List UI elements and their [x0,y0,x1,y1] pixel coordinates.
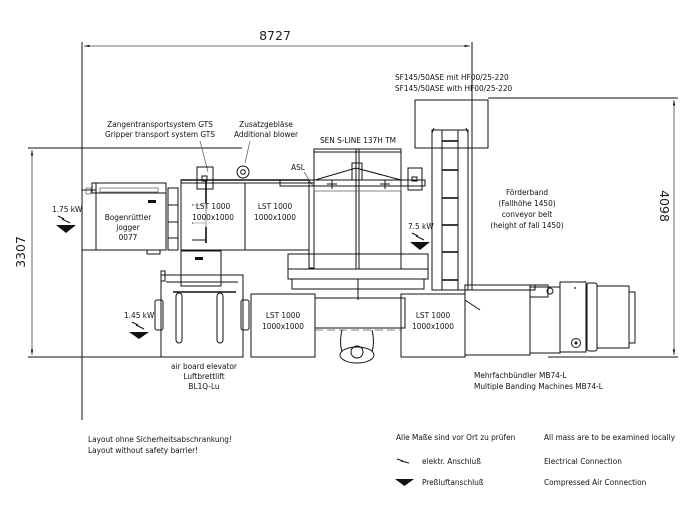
elevator-label-1: air board elevator [171,361,238,371]
lst-bottom-1-label-a: LST 1000 [266,310,301,320]
lst-bottom-block: LST 1000 1000x1000 LST 1000 1000x1000 [250,293,466,364]
sf145-label-de: SF145/50ASE mit HF00/25-220 [395,72,509,82]
blower-label-de: Zusatzgebläse [239,119,293,129]
compressed-air-icon [129,332,149,339]
operator-figure [339,329,375,364]
jogger-label-en: jogger [115,222,140,232]
legend-compressed-air: Preßluftanschluß Compressed Air Connecti… [395,477,647,487]
electrical-connection-icon [57,215,71,224]
conveyor-label-1: Förderband [506,187,548,197]
conveyor-label-4: (height of fall 1450) [490,220,563,230]
banding-label-en: Multiple Banding Machines MB74-L [474,381,604,391]
dimension-width-label: 8727 [259,28,291,43]
note-barrier-en: Layout without safety barrier! [88,445,198,455]
lst-bottom-2-label-a: LST 1000 [416,310,451,320]
electrical-connection-icon [131,321,145,330]
blower-icon [236,165,250,179]
lst-top-2-label-b: 1000x1000 [254,212,296,222]
compressed-air-icon [410,242,430,250]
lst-bottom-2-label-b: 1000x1000 [412,321,454,331]
power-jogger: 1.75 kW [52,204,83,233]
svg-text:1.75 kW: 1.75 kW [52,204,83,214]
dimension-left-height: 3307 [13,147,242,358]
sf145-label-en: SF145/50ASE with HF00/25-220 [395,83,513,93]
elevator-label-2: Luftbrettlift [183,371,224,381]
power-elevator: 1.45 kW [124,310,155,339]
asl-label: ASL [291,162,306,172]
conveyor-label-3: conveyor belt [502,209,553,219]
compressed-air-icon [56,225,76,233]
lst-top-1-label-b: 1000x1000 [192,212,234,222]
lst-top-1-label-a: LST 1000 [196,201,231,211]
legend-electrical-de: elektr. Anschluß [422,456,481,466]
electrical-connection-icon [411,232,425,241]
jogger-label-de: Bogenrüttler [105,212,152,222]
svg-text:7.5 kW: 7.5 kW [408,221,434,231]
lst-top-block: LST 1000 1000x1000 LST 1000 1000x1000 [180,165,315,269]
compressed-air-icon [395,479,414,486]
jogger-unit: Bogenrüttler jogger 0077 [81,182,179,255]
gts-label-de: Zangentransportsystem GTS [107,119,213,129]
legend-air-de: Preßluftanschluß [422,477,484,487]
note-barrier-de: Layout ohne Sicherheitsabschrankung! [88,434,232,444]
electrical-connection-icon [396,458,410,464]
sen-machine [279,148,429,300]
power-conveyor: 7.5 kW [408,221,434,250]
blower-label-en: Additional blower [234,129,299,139]
conveyor-label-2: (Fallhöhe 1450) [498,198,555,208]
banding-machine: Mehrfachbündler MB74-L Multiple Banding … [464,281,636,391]
banding-label-de: Mehrfachbündler MB74-L [474,370,567,380]
air-board-elevator: air board elevator Luftbrettlift BL1Q-Lu [154,250,250,391]
dimension-right-height-label: 4098 [657,190,672,222]
svg-text:1.45 kW: 1.45 kW [124,310,155,320]
conveyor-belt: Förderband (Fallhöhe 1450) conveyor belt… [414,99,564,291]
note-check-en: All mass are to be examined locally [544,432,676,442]
legend-electrical-en: Electrical Connection [544,456,622,466]
legend-electrical: elektr. Anschluß Electrical Connection [396,456,622,466]
note-check-de: Alle Maße sind vor Ort zu prüfen [396,432,516,442]
jogger-label-id: 0077 [119,232,138,242]
elevator-label-3: BL1Q-Lu [188,381,219,391]
sen-label: SEN S-LINE 137H TM [320,135,396,145]
lst-bottom-1-label-b: 1000x1000 [262,321,304,331]
dimension-left-height-label: 3307 [13,236,28,268]
dimension-right-height: 4098 [488,97,678,358]
gts-label-en: Gripper transport system GTS [105,129,215,139]
lst-top-2-label-a: LST 1000 [258,201,293,211]
legend-air-en: Compressed Air Connection [544,477,647,487]
